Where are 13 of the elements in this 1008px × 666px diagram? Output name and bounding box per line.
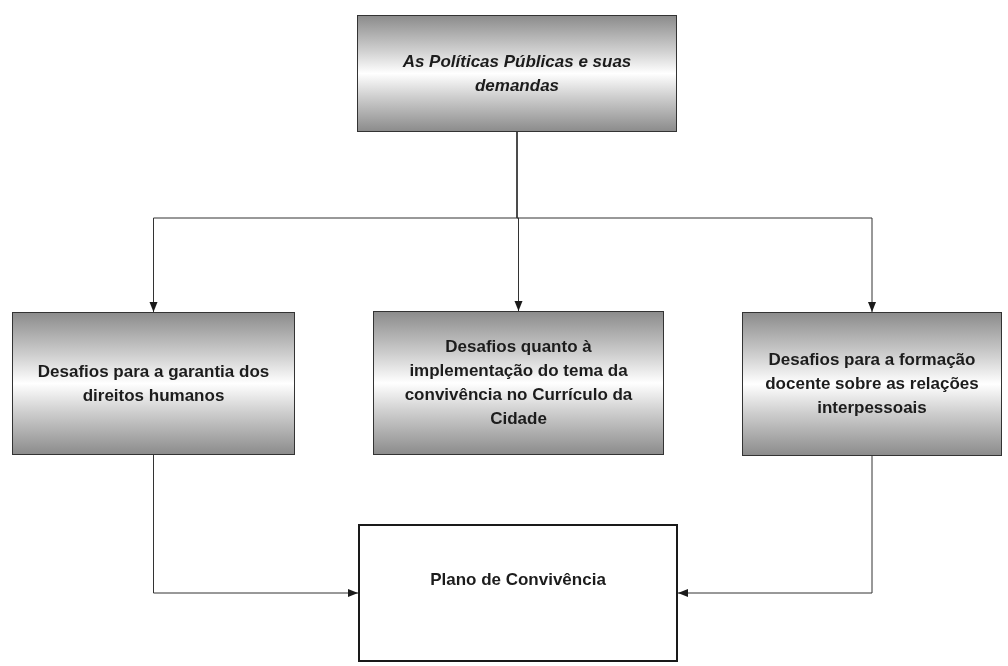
- topic-box: [357, 15, 677, 132]
- outcome-box: [358, 524, 678, 662]
- box-label: Desafios para a garantia dos direitos humanos: [36, 360, 271, 407]
- connector-arrow: [516, 131, 876, 313]
- topic-box: [742, 312, 1002, 456]
- box-label: Plano de Convivência: [430, 569, 606, 592]
- connector-arrow: [677, 455, 873, 597]
- topic-box: [12, 312, 295, 455]
- connector-arrow: [153, 454, 359, 597]
- topic-box: [373, 311, 664, 455]
- box-label: Desafios para a formação docente sobre as relações interpessoais: [764, 349, 980, 419]
- box-label: Desafios quanto à implementação do tema da convivência no Currículo da Cidade: [403, 336, 634, 430]
- box-label: As Políticas Públicas e suas demandas: [401, 50, 633, 97]
